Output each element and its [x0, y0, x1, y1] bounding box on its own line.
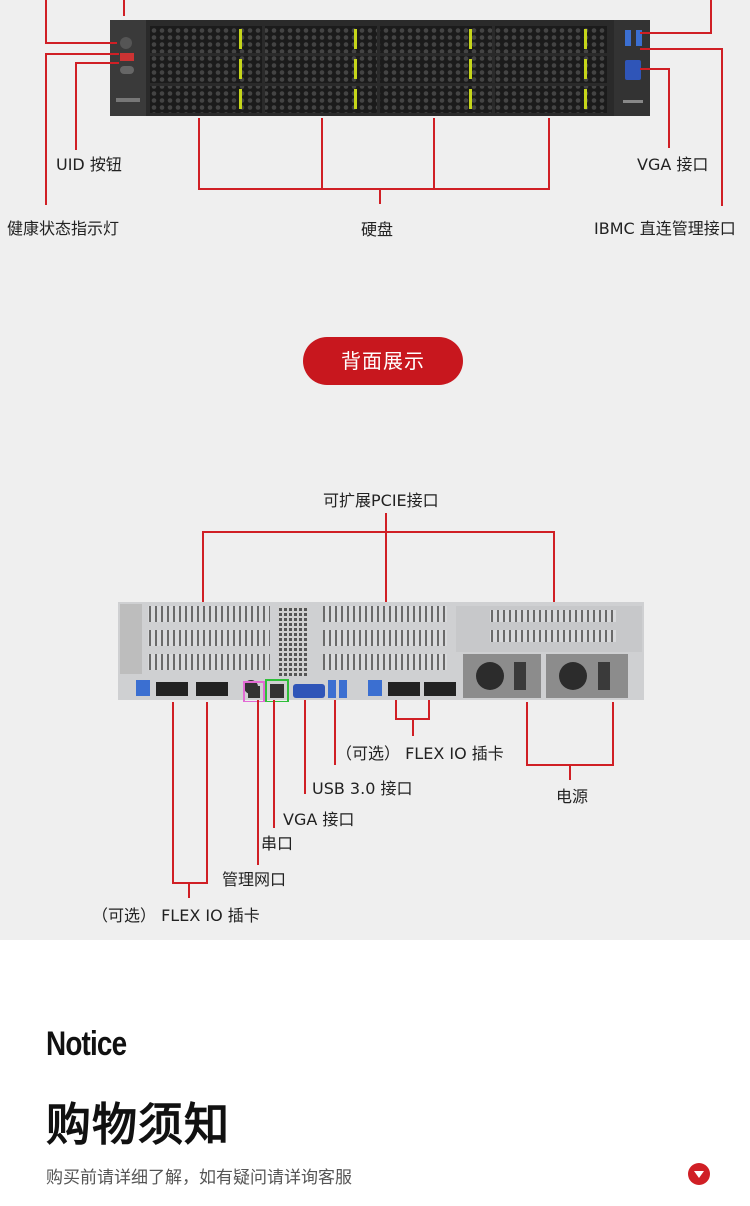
serial-line — [273, 700, 275, 828]
rear-section-title: 背面展示 — [303, 337, 463, 385]
flex-right-line-1 — [395, 700, 397, 720]
disk-line-4 — [548, 118, 550, 190]
health-line-v — [45, 53, 47, 205]
ibmc-label: IBMC 直连管理接口 — [594, 219, 736, 238]
ibmc-line-h-top — [640, 32, 712, 34]
flex-left-line-2 — [206, 702, 208, 884]
uid-line-v2 — [75, 62, 77, 150]
pcie-line-1 — [202, 531, 204, 603]
disk-line-3 — [433, 118, 435, 190]
flex-right-label: （可选） FLEX IO 插卡 — [336, 744, 504, 763]
flex-right-line-2 — [428, 700, 430, 720]
uid-top-line — [123, 0, 125, 16]
vga-line-v — [668, 68, 670, 148]
usb-label: USB 3.0 接口 — [312, 779, 413, 798]
flex-right-stem — [412, 718, 414, 736]
notice-title-en: Notice — [46, 1025, 127, 1063]
power-label: 电源 — [556, 787, 589, 806]
flex-left-stem — [188, 882, 190, 898]
pcie-line-h — [202, 531, 555, 533]
power-line-1 — [526, 702, 528, 766]
vga-line-h — [640, 68, 670, 70]
notice-title-cn: 购物须知 — [46, 1098, 231, 1151]
expand-down-icon[interactable] — [688, 1163, 710, 1185]
ibmc-line-h — [640, 48, 723, 50]
disk-line-stem — [379, 188, 381, 204]
power-line-2 — [612, 702, 614, 766]
vga-rear-line — [304, 700, 306, 794]
disk-line-h — [198, 188, 550, 190]
notice-tip: 购买前请详细了解，如有疑问请详询客服 — [46, 1168, 352, 1188]
uid-line-h2 — [75, 62, 119, 64]
pcie-line-2 — [385, 531, 387, 603]
vga-label: VGA 接口 — [637, 155, 709, 174]
health-label: 健康状态指示灯 — [7, 219, 120, 238]
pcie-label: 可扩展PCIE接口 — [323, 491, 439, 510]
product-detail-area — [0, 0, 750, 940]
uid-line-v — [45, 0, 47, 44]
serial-label: 串口 — [261, 834, 294, 853]
vga-rear-label: VGA 接口 — [283, 810, 355, 829]
health-line-h — [45, 53, 119, 55]
power-stem — [569, 764, 571, 780]
flex-left-label: （可选） FLEX IO 插卡 — [92, 906, 260, 925]
pcie-line-3 — [553, 531, 555, 603]
flex-left-line-h — [172, 882, 208, 884]
ibmc-line-v — [721, 48, 723, 206]
ibmc-line-v-top — [710, 0, 712, 34]
mgmt-label: 管理网口 — [222, 870, 287, 889]
disk-line-1 — [198, 118, 200, 190]
disk-line-2 — [321, 118, 323, 190]
disk-label: 硬盘 — [361, 220, 394, 239]
usb-line — [334, 700, 336, 765]
rear-server-image — [118, 602, 644, 702]
pcie-line-stem — [385, 513, 387, 533]
uid-line-h — [45, 42, 117, 44]
uid-label: UID 按钮 — [56, 155, 122, 174]
flex-left-line-1 — [172, 702, 174, 884]
front-server-image — [110, 20, 650, 116]
mgmt-line — [257, 700, 259, 865]
